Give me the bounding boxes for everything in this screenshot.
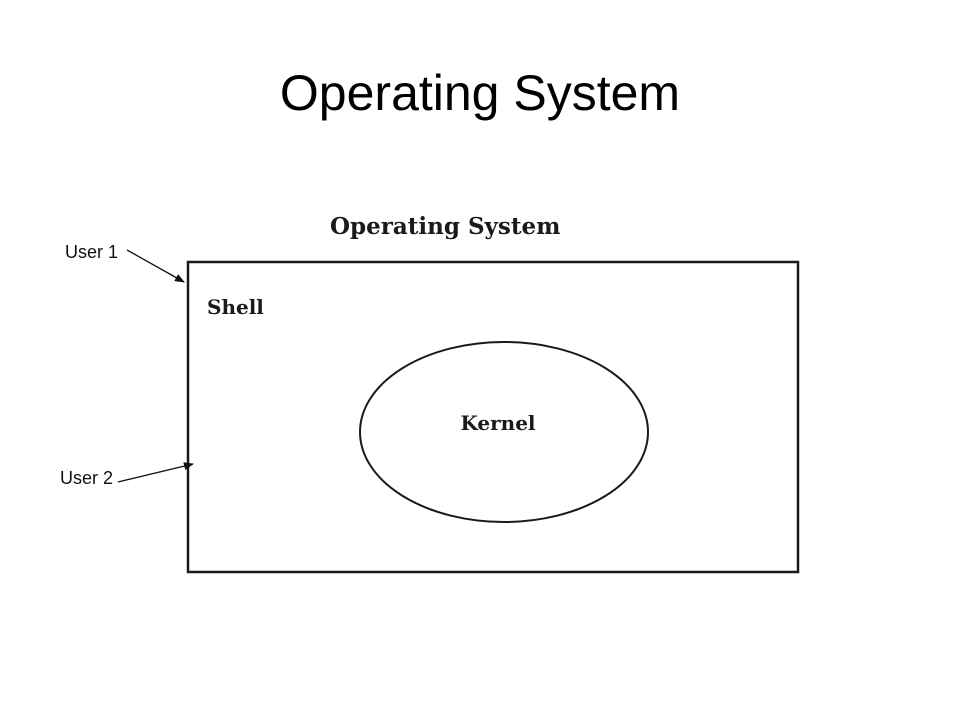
user-2-label: User 2 <box>60 468 113 488</box>
shell-label: Shell <box>207 295 264 319</box>
kernel-label: Kernel <box>460 411 535 435</box>
kernel-circle <box>359 341 649 523</box>
shell-box <box>186 260 800 574</box>
user-1-arrow <box>126 249 185 283</box>
user-1-label: User 1 <box>65 242 118 262</box>
slide-title: Operating System <box>279 65 681 121</box>
diagram-heading: Operating System <box>330 213 560 240</box>
user-2-arrow <box>117 462 194 483</box>
